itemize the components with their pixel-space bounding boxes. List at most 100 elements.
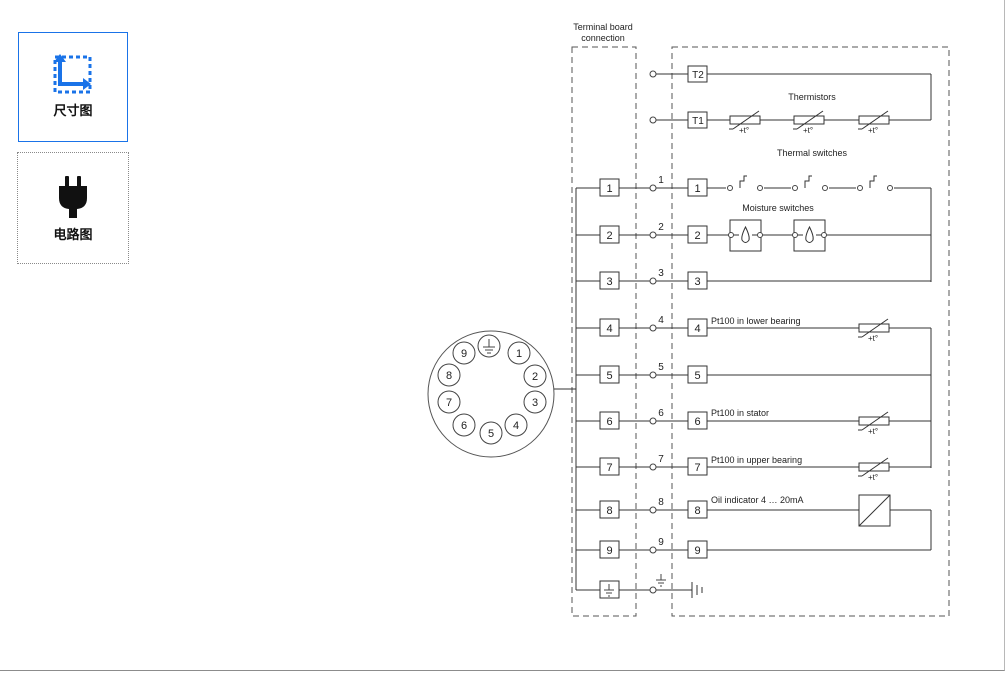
wire-node xyxy=(649,463,657,471)
ground-row xyxy=(576,574,703,599)
wire-number: 2 xyxy=(658,222,664,233)
connector-pin-1: 1 xyxy=(507,341,531,365)
connector-pin-label: 6 xyxy=(461,420,467,432)
thermistor-mark: +t° xyxy=(868,126,878,135)
connector-pin-9: 9 xyxy=(452,341,476,365)
terminal-board-terminal-label: 8 xyxy=(606,505,612,517)
wire-row-1: 1 1 1 xyxy=(576,175,931,197)
wire-row-8: 8 8 8 xyxy=(576,497,859,519)
dimension-drawing-label: 尺寸图 xyxy=(53,104,93,119)
connector-pin-3: 3 xyxy=(523,390,547,414)
pt100-stator-label: Pt100 in stator xyxy=(711,408,769,418)
wire-row-7: 777 xyxy=(576,454,859,476)
terminal-board-terminal-label: 2 xyxy=(606,230,612,242)
thermistor-4: +t° xyxy=(858,318,890,343)
wire-row-4: 4 4 4 xyxy=(576,315,859,337)
wire-node xyxy=(649,184,657,192)
wire-row-9: 9 9 9 xyxy=(576,537,931,559)
connector-pin-4: 4 xyxy=(504,413,528,437)
connector-pin-5: 5 xyxy=(479,421,503,445)
motor-terminal-label: 5 xyxy=(694,370,700,382)
motor-terminal-label: 3 xyxy=(694,276,700,288)
motor-terminal-label: 7 xyxy=(694,462,700,474)
wire-number: 1 xyxy=(658,175,664,186)
terminal-board-terminal-label: 9 xyxy=(606,545,612,557)
return-wires xyxy=(890,188,932,550)
water-drop-icon xyxy=(805,225,814,243)
thermistors-label: Thermistors xyxy=(788,92,836,102)
thermistor-mark: +t° xyxy=(868,427,878,436)
terminal-board-title-line2: connection xyxy=(581,33,625,43)
thermal-switch-3 xyxy=(856,175,894,192)
motor-terminal-label: 9 xyxy=(694,545,700,557)
wire-number: 9 xyxy=(658,537,664,548)
connector-pin-6: 6 xyxy=(452,413,476,437)
wire-row-5: 5 5 5 xyxy=(576,362,931,384)
terminal-board-title-line1: Terminal board xyxy=(573,22,633,32)
connector-ground-pin xyxy=(477,334,501,358)
pt100-lower-label: Pt100 in lower bearing xyxy=(711,316,801,326)
wire-node xyxy=(649,506,657,514)
connector-pin-label: 8 xyxy=(446,370,452,382)
motor-terminal-label: 1 xyxy=(694,183,700,195)
wire-node xyxy=(649,231,657,239)
motor-terminal-label: 6 xyxy=(694,416,700,428)
connector-pin-label: 7 xyxy=(446,397,452,409)
wire-number: 5 xyxy=(658,362,664,373)
terminal-board-terminal-label: 3 xyxy=(606,276,612,288)
motor-terminal-label: 4 xyxy=(694,323,700,335)
wire-number: 4 xyxy=(658,315,664,326)
wire-row-2: 222 xyxy=(576,222,931,244)
connector-pin-label: 5 xyxy=(488,428,494,440)
motor-box xyxy=(671,46,950,617)
dimension-drawing-button[interactable]: 尺寸图 xyxy=(18,32,128,142)
motor-terminal-label: 8 xyxy=(694,505,700,517)
wire-number: 3 xyxy=(658,268,664,279)
dimension-drawing-icon xyxy=(53,54,92,94)
moisture-switches-label: Moisture switches xyxy=(742,203,814,213)
thermistor-1: +t° xyxy=(729,110,761,135)
thermistor-3: +t° xyxy=(858,110,890,135)
terminal-board-title: Terminal board connection xyxy=(573,22,633,43)
connector-pin-label: 3 xyxy=(532,397,538,409)
wire-node xyxy=(649,417,657,425)
wire-number: 6 xyxy=(658,408,664,419)
terminal-board-terminal-label: 4 xyxy=(606,323,612,335)
thermal-switch-line: Thermal switches xyxy=(726,148,894,192)
thermistor-6: +t° xyxy=(858,457,890,482)
connector-pin-8: 8 xyxy=(437,363,461,387)
connector-pin-label: 9 xyxy=(461,348,467,360)
thermal-switches-label: Thermal switches xyxy=(777,148,848,158)
pt100-upper-label: Pt100 in upper bearing xyxy=(711,455,802,465)
connector-pin-7: 7 xyxy=(437,390,461,414)
wire-node xyxy=(649,546,657,554)
open-terminal-t2 xyxy=(649,70,657,78)
wire-node xyxy=(649,371,657,379)
water-drop-icon xyxy=(741,225,750,243)
moisture-switch-2 xyxy=(792,219,827,252)
terminal-board-terminal-label: 6 xyxy=(606,416,612,428)
terminal-board-terminal-label: 5 xyxy=(606,370,612,382)
wire-number: 7 xyxy=(658,454,664,465)
thermistor-mark: +t° xyxy=(868,473,878,482)
open-terminal-t1 xyxy=(649,116,657,124)
terminal-board-terminal-label: 1 xyxy=(606,183,612,195)
moisture-switch-1 xyxy=(728,219,763,252)
connector-pin-label: 4 xyxy=(513,420,519,432)
moisture-switches: Moisture switches xyxy=(728,203,827,252)
thermistor-5: +t° xyxy=(858,411,890,436)
circuit-diagram-button[interactable]: 电路图 xyxy=(17,152,129,264)
thermistor-mark: +t° xyxy=(868,334,878,343)
oil-indicator xyxy=(858,494,891,527)
thermistor-2: +t° xyxy=(793,110,825,135)
power-plug-icon xyxy=(59,176,87,218)
thermal-switch-2 xyxy=(791,175,829,192)
connector-pin-label: 2 xyxy=(532,371,538,383)
wire-number: 8 xyxy=(658,497,664,508)
thermistor-mark: +t° xyxy=(739,126,749,135)
wire-row-3: 3 3 3 xyxy=(576,268,931,290)
connector-pin-label: 1 xyxy=(516,348,522,360)
